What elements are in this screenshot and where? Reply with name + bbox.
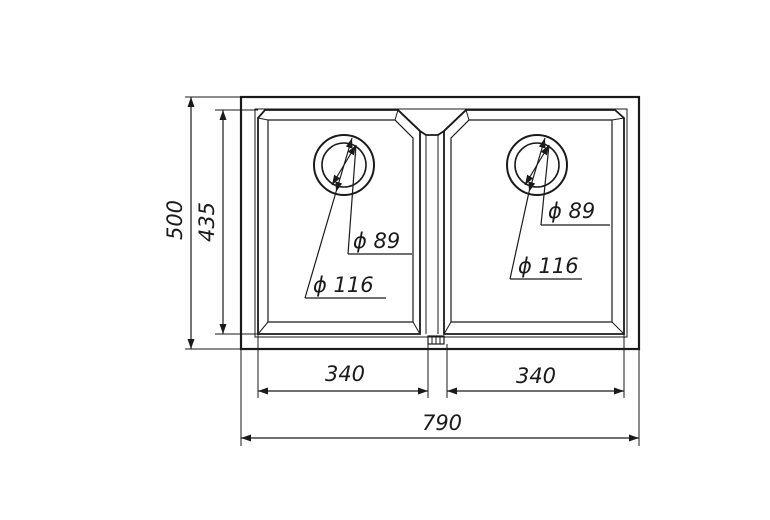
left-drain-diameter-116 <box>335 137 353 193</box>
left-drain-label-116: ϕ 116 <box>313 273 374 297</box>
left-drain-label-89: ϕ 89 <box>353 229 400 253</box>
left-drain-outer-circle <box>313 134 375 196</box>
width-dimension-790 <box>240 349 640 446</box>
left-bowl-width-label: 340 <box>325 362 365 386</box>
width-dimension-left-340 <box>257 334 429 398</box>
right-drain <box>506 134 610 280</box>
overall-width-label: 790 <box>422 411 462 435</box>
height-label-500: 500 <box>163 200 187 240</box>
sink-outer-rim <box>239 95 641 351</box>
middle-divider <box>397 109 467 345</box>
height-dimension-435 <box>215 109 258 335</box>
width-dimension-right-340 <box>446 334 625 398</box>
right-bowl-width-label: 340 <box>516 364 556 388</box>
height-dimension-500 <box>185 96 241 350</box>
right-drain-label-89: ϕ 89 <box>548 199 595 223</box>
sink-outline <box>239 95 641 351</box>
left-drain <box>304 134 412 299</box>
right-drain-diameter-116 <box>528 137 546 193</box>
left-bowl-floor <box>267 119 414 323</box>
right-drain-outer-circle <box>506 134 568 196</box>
right-drain-label-116: ϕ 116 <box>518 254 579 278</box>
right-bowl-floor <box>450 119 613 323</box>
sink-inner-rim <box>254 108 628 338</box>
height-label-435: 435 <box>195 202 219 242</box>
